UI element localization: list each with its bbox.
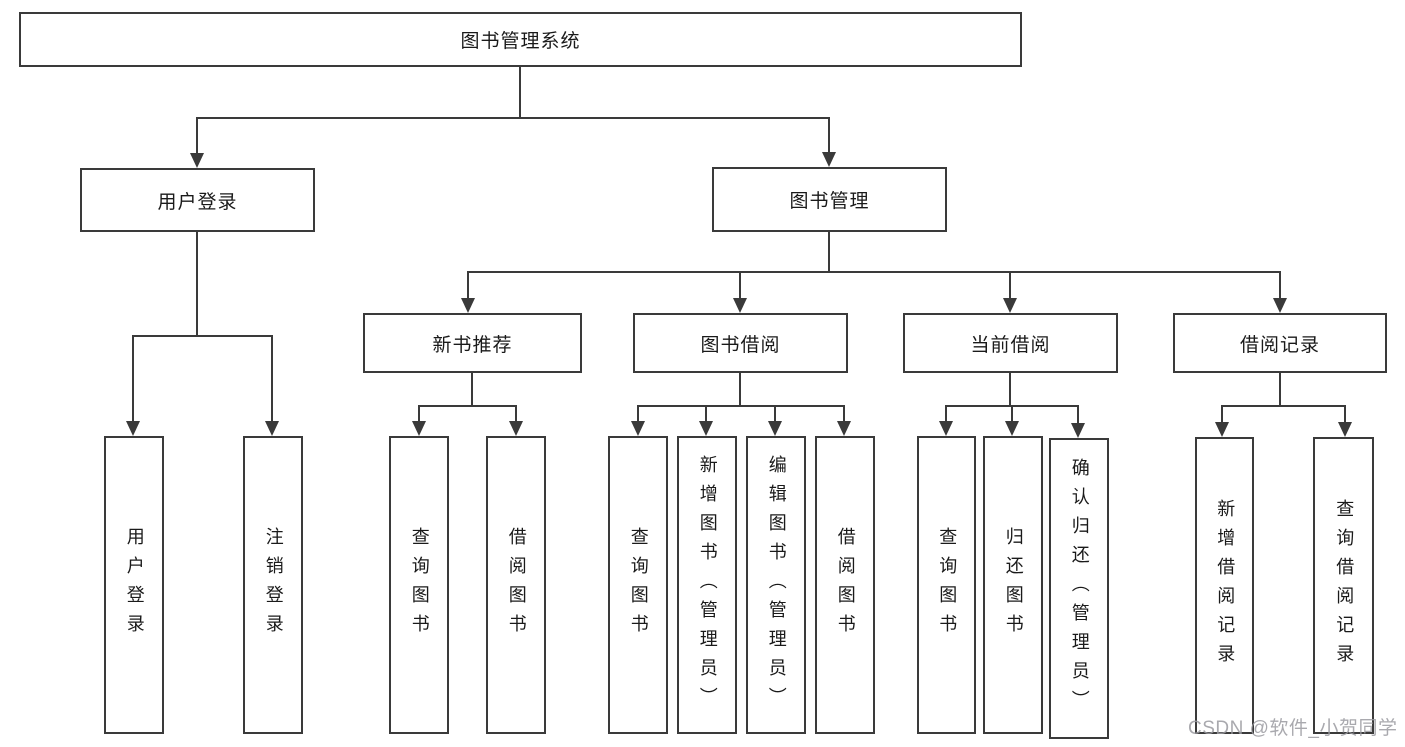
arrow-down-icon (1071, 423, 1085, 438)
book-mgmt-connectors (461, 232, 1287, 313)
node-label: 借阅记录 (1239, 334, 1320, 356)
borrow-record-connectors (1215, 373, 1352, 437)
node-root: 图书管理系统 (19, 12, 1022, 67)
node-label: 注销登录 (263, 527, 284, 643)
node-borrow-record: 借阅记录 (1173, 313, 1387, 373)
arrow-down-icon (837, 421, 851, 436)
node-leaf-add-book: 新增图书（管理员） (677, 436, 737, 734)
new-book-rec-connectors (412, 373, 523, 436)
arrow-down-icon (699, 421, 713, 436)
node-leaf-borrow-book-a: 借阅图书 (486, 436, 546, 734)
node-label: 确认归还（管理员） (1069, 458, 1090, 719)
node-label: 当前借阅 (970, 334, 1051, 356)
arrow-down-icon (1003, 298, 1017, 313)
node-leaf-query-book-c: 查询图书 (917, 436, 976, 734)
node-book-borrow: 图书借阅 (633, 313, 848, 373)
node-label: 用户登录 (124, 527, 145, 643)
root-connectors (190, 67, 836, 168)
arrow-down-icon (631, 421, 645, 436)
node-label: 查询图书 (409, 527, 430, 643)
arrow-down-icon (1005, 421, 1019, 436)
csdn-watermark: CSDN @软件_小贺同学 (1188, 718, 1398, 739)
node-leaf-return-book: 归还图书 (983, 436, 1043, 734)
node-label: 图书借阅 (700, 334, 781, 356)
node-label: 查询图书 (628, 527, 649, 643)
arrow-down-icon (822, 152, 836, 167)
node-label: 新增借阅记录 (1215, 498, 1236, 673)
arrow-down-icon (733, 298, 747, 313)
node-user-login: 用户登录 (80, 168, 315, 232)
node-label: 编辑图书（管理员） (766, 454, 787, 716)
node-label: 归还图书 (1003, 527, 1024, 643)
node-label: 查询借阅记录 (1334, 498, 1355, 673)
arrow-down-icon (126, 421, 140, 436)
node-leaf-query-book-b: 查询图书 (608, 436, 668, 734)
book-borrow-connectors (631, 373, 851, 436)
arrow-down-icon (461, 298, 475, 313)
node-leaf-borrow-book-b: 借阅图书 (815, 436, 875, 734)
arrow-down-icon (939, 421, 953, 436)
node-leaf-add-record: 新增借阅记录 (1195, 437, 1254, 734)
node-label: 图书管理系统 (460, 31, 581, 52)
arrow-down-icon (1215, 422, 1229, 437)
node-leaf-query-book-a: 查询图书 (389, 436, 449, 734)
node-label: 查询图书 (937, 527, 958, 643)
node-label: 借阅图书 (835, 527, 856, 643)
current-borrow-connectors (939, 373, 1085, 438)
arrow-down-icon (190, 153, 204, 168)
user-login-connectors (126, 232, 279, 436)
arrow-down-icon (509, 421, 523, 436)
node-label: 新增图书（管理员） (697, 454, 718, 716)
arrow-down-icon (265, 421, 279, 436)
node-label: 图书管理 (789, 191, 870, 212)
node-book-mgmt: 图书管理 (712, 167, 947, 232)
node-current-borrow: 当前借阅 (903, 313, 1118, 373)
node-label: 新书推荐 (432, 334, 513, 356)
node-leaf-query-record: 查询借阅记录 (1313, 437, 1374, 734)
node-label: 用户登录 (157, 191, 238, 213)
arrow-down-icon (768, 421, 782, 436)
node-leaf-user-login: 用户登录 (104, 436, 164, 734)
node-leaf-confirm-return: 确认归还（管理员） (1049, 438, 1109, 739)
arrow-down-icon (1338, 422, 1352, 437)
node-leaf-logout: 注销登录 (243, 436, 303, 734)
node-leaf-edit-book: 编辑图书（管理员） (746, 436, 806, 734)
node-label: 借阅图书 (506, 527, 527, 643)
node-new-book-rec: 新书推荐 (363, 313, 582, 373)
arrow-down-icon (412, 421, 426, 436)
arrow-down-icon (1273, 298, 1287, 313)
